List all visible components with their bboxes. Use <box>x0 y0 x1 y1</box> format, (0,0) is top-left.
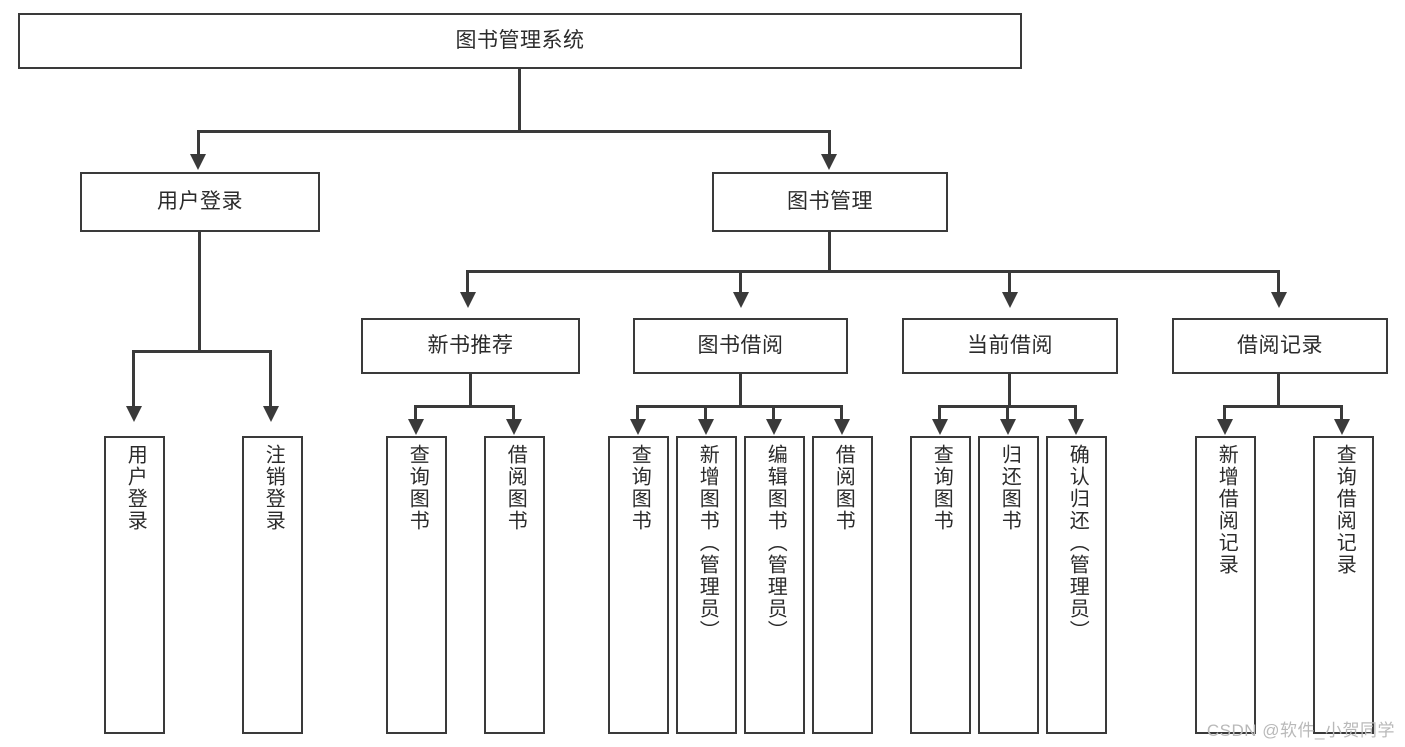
node-label: 借阅图书 <box>504 444 527 532</box>
arrowhead-to-book-mgmt <box>821 154 837 170</box>
connector-user-login-drop-1 <box>132 350 135 408</box>
connector-book-borrow-drop-2 <box>704 405 707 421</box>
leaf-borrow-book-recommend[interactable]: 借阅图书 <box>484 436 545 734</box>
connector-to-book-borrow <box>739 270 742 294</box>
node-label: 查询图书 <box>930 444 953 532</box>
connector-current-borrow-drop-1 <box>938 405 941 421</box>
connector-current-borrow-stem <box>1008 374 1011 406</box>
node-label: 当前借阅 <box>967 333 1053 357</box>
connector-root-stem <box>518 69 521 131</box>
arrowhead-to-book-borrow <box>733 292 749 308</box>
connector-root-bus <box>197 130 831 133</box>
arrowhead-leaf-borrow-book-2 <box>834 419 850 435</box>
connector-current-borrow-drop-2 <box>1006 405 1009 421</box>
node-current-borrow[interactable]: 当前借阅 <box>902 318 1118 374</box>
node-book-management[interactable]: 图书管理 <box>712 172 948 232</box>
arrowhead-to-user-login <box>190 154 206 170</box>
node-label: 查询借阅记录 <box>1333 444 1356 576</box>
node-label: 新书推荐 <box>427 333 514 357</box>
connector-borrow-record-bus <box>1223 405 1343 408</box>
connector-book-mgmt-bus <box>466 270 1278 273</box>
leaf-user-login[interactable]: 用户登录 <box>104 436 165 734</box>
node-label: 用户登录 <box>157 189 243 213</box>
connector-borrow-record-stem <box>1277 374 1280 406</box>
node-label: 用户登录 <box>124 444 147 532</box>
node-label: 借阅记录 <box>1237 333 1323 357</box>
node-label: 归还图书 <box>998 444 1021 532</box>
leaf-query-book-recommend[interactable]: 查询图书 <box>386 436 447 734</box>
leaf-edit-book-admin[interactable]: 编辑图书（管理员） <box>744 436 805 734</box>
connector-book-borrow-drop-1 <box>636 405 639 421</box>
connector-current-borrow-drop-3 <box>1074 405 1077 421</box>
connector-book-borrow-drop-3 <box>772 405 775 421</box>
arrowhead-leaf-query-book-1 <box>408 419 424 435</box>
node-label: 图书管理系统 <box>455 28 585 52</box>
arrowhead-leaf-add-record <box>1217 419 1233 435</box>
arrowhead-to-current-borrow <box>1002 292 1018 308</box>
node-borrow-record[interactable]: 借阅记录 <box>1172 318 1388 374</box>
leaf-return-book[interactable]: 归还图书 <box>978 436 1039 734</box>
connector-book-borrow-bus <box>636 405 842 408</box>
connector-root-to-book-mgmt <box>828 130 831 156</box>
node-label: 查询图书 <box>628 444 651 532</box>
leaf-logout[interactable]: 注销登录 <box>242 436 303 734</box>
connector-to-borrow-record <box>1277 270 1280 294</box>
arrowhead-leaf-user-login <box>126 406 142 422</box>
node-label: 编辑图书（管理员） <box>764 444 787 642</box>
leaf-query-borrow-record[interactable]: 查询借阅记录 <box>1313 436 1374 734</box>
node-label: 新增图书（管理员） <box>696 444 719 642</box>
arrowhead-leaf-return-book <box>1000 419 1016 435</box>
arrowhead-leaf-borrow-book-1 <box>506 419 522 435</box>
arrowhead-leaf-edit-book <box>766 419 782 435</box>
arrowhead-leaf-query-record <box>1334 419 1350 435</box>
csdn-watermark: CSDN @软件_小贺同学 <box>1206 721 1395 740</box>
node-label: 查询图书 <box>406 444 429 532</box>
leaf-add-book-admin[interactable]: 新增图书（管理员） <box>676 436 737 734</box>
arrowhead-to-new-book <box>460 292 476 308</box>
connector-user-login-drop-2 <box>269 350 272 408</box>
node-label: 注销登录 <box>262 444 285 532</box>
connector-book-mgmt-stem <box>828 232 831 272</box>
node-new-book-recommend[interactable]: 新书推荐 <box>361 318 580 374</box>
connector-new-book-bus <box>414 405 515 408</box>
leaf-borrow-book[interactable]: 借阅图书 <box>812 436 873 734</box>
connector-user-login-stem <box>198 232 201 351</box>
node-label: 新增借阅记录 <box>1215 444 1238 576</box>
arrowhead-leaf-query-book-2 <box>630 419 646 435</box>
connector-user-login-bus <box>132 350 269 353</box>
connector-borrow-record-drop-1 <box>1223 405 1226 421</box>
arrowhead-leaf-add-book <box>698 419 714 435</box>
connector-borrow-record-drop-2 <box>1340 405 1343 421</box>
connector-new-book-stem <box>469 374 472 406</box>
node-label: 图书管理 <box>787 189 873 213</box>
node-root-system[interactable]: 图书管理系统 <box>18 13 1022 69</box>
connector-to-current-borrow <box>1008 270 1011 294</box>
connector-to-new-book <box>466 270 469 294</box>
connector-book-borrow-drop-4 <box>840 405 843 421</box>
node-label: 借阅图书 <box>832 444 855 532</box>
leaf-add-borrow-record[interactable]: 新增借阅记录 <box>1195 436 1256 734</box>
leaf-confirm-return-admin[interactable]: 确认归还（管理员） <box>1046 436 1107 734</box>
node-label: 确认归还（管理员） <box>1066 444 1089 642</box>
connector-new-book-drop-1 <box>414 405 417 421</box>
node-user-login[interactable]: 用户登录 <box>80 172 320 232</box>
leaf-query-book-borrow[interactable]: 查询图书 <box>608 436 669 734</box>
arrowhead-leaf-query-book-3 <box>932 419 948 435</box>
leaf-query-book-current[interactable]: 查询图书 <box>910 436 971 734</box>
connector-root-to-user-login <box>197 130 200 156</box>
connector-book-borrow-stem <box>739 374 742 406</box>
arrowhead-leaf-logout <box>263 406 279 422</box>
node-book-borrow[interactable]: 图书借阅 <box>633 318 848 374</box>
connector-new-book-drop-2 <box>512 405 515 421</box>
node-label: 图书借阅 <box>697 333 784 357</box>
arrowhead-to-borrow-record <box>1271 292 1287 308</box>
arrowhead-leaf-confirm-return <box>1068 419 1084 435</box>
